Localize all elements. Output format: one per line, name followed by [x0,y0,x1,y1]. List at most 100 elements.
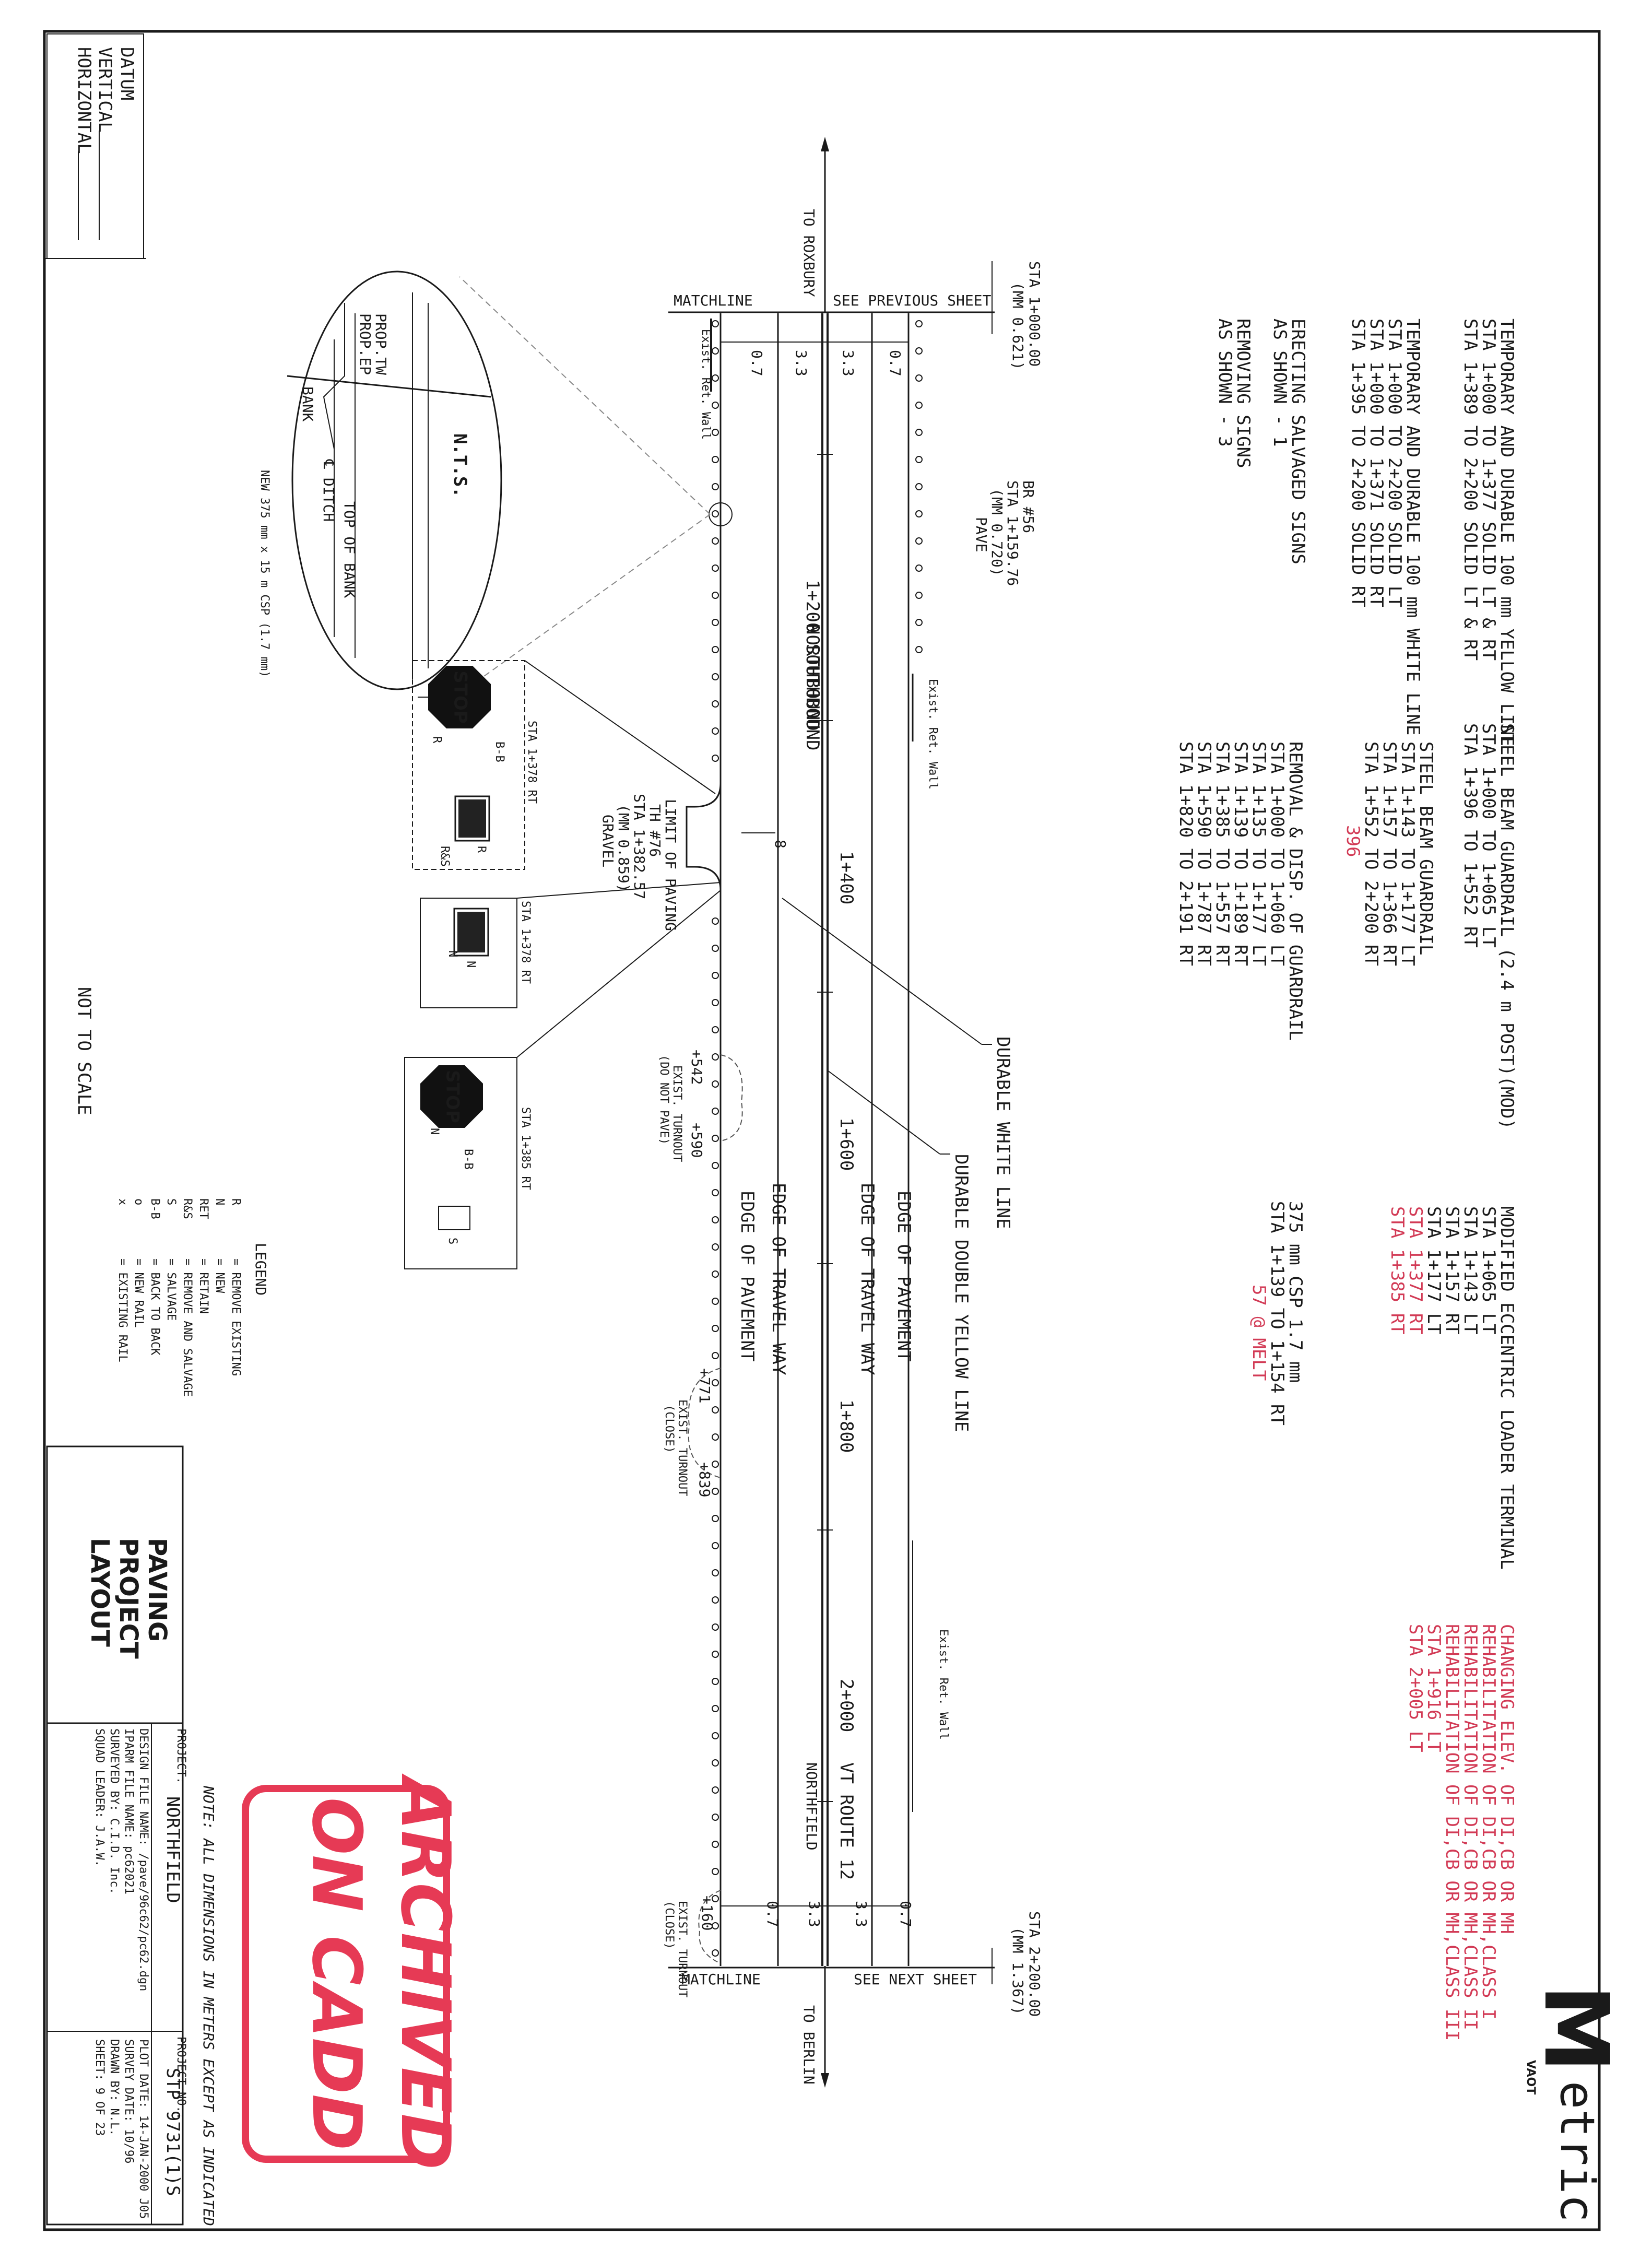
guardrail-post [712,999,719,1006]
legend-symbol: S [164,1198,178,1205]
exist-wall-right: Exist. Ret. Wall [926,679,939,790]
note-chg-2: REHABILITATION OF DI,CB OR MH,CLASS I [1478,1624,1499,2019]
dim-33-left-bottom: 3.3 [806,1901,823,1927]
guardrail-post [712,1814,719,1821]
label-town: NORTHFIELD [803,1762,820,1851]
note-chg-1: CHANGING ELEV. OF DI,CB OR MH [1496,1624,1517,1934]
legend-text: = NEW [213,1258,226,1293]
legend-text: = EXISTING RAIL [116,1258,129,1362]
plot-date: PLOT DATE: 14-JAN-2000 J05 [137,2039,150,2219]
note-removal-1: STA 1+000 TO 1+060 LT [1267,741,1288,966]
note-csp-title: 375 mm CSP 1.7 mm [1285,1201,1306,1383]
dim-33-right-top: 3.3 [840,350,857,376]
legend-symbol: RET [197,1198,210,1219]
note-removal-2: STA 1+135 TO 1+177 LT [1248,741,1269,966]
direction-berlin: TO BERLIN [800,2005,818,2085]
turnout-1 [720,1054,743,1141]
sheet-number: SHEET: 9 OF 23 [93,2039,106,2136]
guardrail-post [712,972,719,979]
guardrail-post [712,1949,719,1957]
legend-symbol: o [132,1198,145,1205]
station-end: STA 2+200.00 [1026,1911,1043,2017]
guardrail-post [712,1705,719,1712]
note-sbg-3: STA 1+552 TO 2+200 RT [1361,741,1382,966]
squad-leader: SQUAD LEADER: J.A.W. [93,1728,106,1867]
logo-word: etric [1550,2081,1604,2222]
note-elt-title: MODIFIED ECCENTRIC LOADER TERMINAL [1496,1206,1517,1570]
title-block: PAVING PROJECT LAYOUT PROJECT: NORTHFIEL… [46,1445,217,2226]
station-end-mm: (MM 1.367) [1009,1927,1026,2015]
logo-letter: M [1524,1984,1627,2073]
turnout-3-label: EXIST. TURNOUT [676,1901,689,1997]
legend-text: = REMOVE AND SALVAGE [181,1258,194,1397]
guardrail-post [712,1841,719,1848]
guardrail-post [712,1108,719,1115]
culvert-detail: N.T.S. PROP.TW PROP.EP BANK ℄ DITCH TOP … [258,270,733,690]
note-elt-4: STA 1+177 LT [1423,1206,1444,1335]
quantity-notes: TEMPORARY AND DURABLE 100 mm YELLOW LINE… [1175,319,1517,2041]
guardrail-posts-right [915,320,923,653]
guardrail-post [712,1352,719,1359]
note-elt-2: STA 1+143 LT [1460,1206,1481,1335]
note-guard-2: STA 1+396 TO 1+552 RT [1460,723,1481,948]
guardrail-post [712,1135,719,1142]
note-elt-1: STA 1+065 LT [1478,1206,1499,1335]
bridge-number: BR #56 [1020,480,1037,533]
dim-33-left-top: 3.3 [793,350,810,376]
guardrail-post [915,646,923,653]
bridge-pave: PAVE [973,517,990,552]
sign-3-bb: B-B [462,1149,475,1170]
note-yellow-1: STA 1+000 TO 1+377 SOLID LT & RT [1478,319,1499,661]
sign-1-r2: R [475,846,488,853]
guardrail-post [712,1759,719,1767]
note-removal-5: STA 1+590 TO 1+787 RT [1194,741,1214,966]
guardrail-post [712,1895,719,1902]
th-station: STA 1+382.57 [631,794,648,899]
guardrail-post [712,1596,719,1604]
guardrail-post [712,1515,719,1522]
guardrail-post [712,673,719,680]
matchline-bottom-label: MATCHLINE [681,1971,761,1988]
datum-title: DATUM [116,47,137,100]
sign-2-station: STA 1+378 RT [519,901,532,984]
guardrail-post [915,510,923,517]
title-project: PROJECT [114,1538,143,1659]
direction-roxbury: TO ROXBURY [800,209,818,297]
note-sbg-1: STA 1+143 TO 1+177 LT [1397,741,1418,966]
turnout-3-note: (CLOSE) [663,1901,676,1949]
guardrail-post [712,320,719,327]
durable-white-line-label: DURABLE WHITE LINE [993,1037,1013,1229]
sign-group-3: STA 1+385 RT STOP N B-B S [404,890,721,1269]
note-removal-3: STA 1+139 TO 1+189 RT [1230,741,1251,966]
detail-prop-tw: PROP.TW [372,313,390,375]
guardrail-post [712,1922,719,1929]
detail-ditch: ℄ DITCH [320,459,337,522]
guardrail-post [712,1298,719,1305]
guardrail-post [712,483,719,490]
guardrail-post [712,537,719,545]
iparm-file: IPARM FILE NAME: pc62021 [122,1728,135,1894]
archived-stamp: ARCHIVED ON CADD [242,1773,465,2170]
th-gravel: GRAVEL [599,815,617,867]
dim-33-right-bottom: 3.3 [853,1901,870,1927]
bridge-mm: (MM 0.720) [988,488,1006,576]
dim-07-left-bottom: 0.7 [764,1901,781,1927]
guardrail-post [712,1053,719,1061]
sign-1-station: STA 1+378 RT [525,721,538,804]
note-removal-title: REMOVAL & DISP. OF GUARDRAIL [1285,741,1306,1041]
label-northbound: NORTHBOUND [802,624,823,731]
guardrail-post [712,755,719,762]
guardrail-post [915,592,923,599]
sign-3-s: S [446,1238,459,1244]
note-sbg-2: STA 1+157 TO 1+366 RT [1379,741,1400,966]
note-chg-3: REHABILITATION OF DI,CB OR MH,CLASS II [1460,1624,1481,2030]
guardrail-post [712,727,719,735]
guardrail-post [712,1270,719,1278]
guardrail-post [712,1433,719,1441]
legend-text: = RETAIN [197,1258,210,1314]
south-arrow-icon [821,2073,829,2088]
guardrail-post [915,483,923,490]
